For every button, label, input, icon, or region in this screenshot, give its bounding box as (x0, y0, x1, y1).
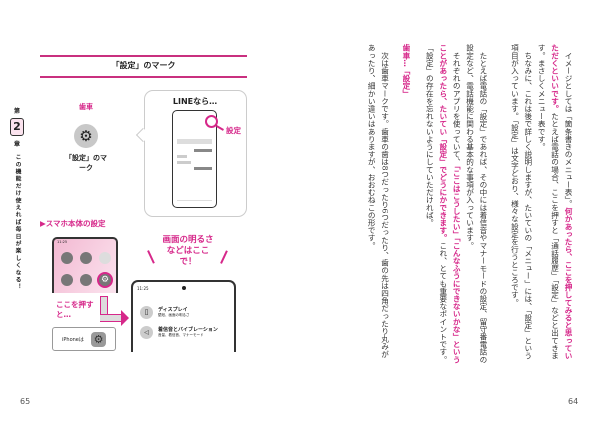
chapter-tab: 第 2 章 この機能だけ使えれば毎日が楽しくなる！ (8, 106, 26, 291)
speaker-icon: ◁ (140, 326, 153, 339)
section-heading: 歯車…「設定」 (401, 44, 411, 98)
arrow-head (121, 310, 129, 326)
line-bubble-title: LINEなら… (172, 97, 218, 106)
gear-label: 歯車 (79, 103, 93, 111)
slash-right (220, 250, 228, 264)
title-rule-top (40, 55, 247, 57)
settings-screen-mockup: 11:25 ▯ ディスプレイ 壁紙、画面の明るさ ◁ 着信音とバイブレーション … (131, 280, 236, 352)
sound-title: 着信音とバイブレーション (158, 327, 218, 333)
settings-app-icon[interactable]: ⚙ (97, 272, 113, 288)
device-settings-heading: ▶スマホ本体の設定 (40, 218, 106, 229)
iphone-note-box: iPhoneは ⚙ (52, 327, 116, 351)
page-number-left: 65 (20, 397, 31, 406)
paragraph-1: イメージとしては「箇条書きのメニュー表」。何かあったら、ここを押してみると思って… (535, 44, 575, 364)
title-rule-bottom (40, 76, 247, 78)
gear-icon: ⚙ (74, 124, 98, 148)
display-title: ディスプレイ (158, 307, 188, 313)
triangle-icon: ▶ (40, 219, 46, 228)
p4-text-b: これ、とても重要なポイントです。「設定」の存在を忘れないようにしていただければ。 (425, 44, 448, 364)
p2-text: ちなみに、これは後で詳しく説明しますが、たいていの「メニュー」には、「設定」とい… (510, 44, 533, 360)
page-number-right: 64 (568, 397, 579, 406)
chapter-suffix: 章 (13, 141, 20, 148)
arrow-icon (100, 296, 108, 322)
app-icon-mail (61, 274, 73, 286)
paragraph-3: たとえば電話の「設定」であれば、その中には着信音やマナーモードの設定、留守番電話… (463, 44, 490, 364)
chapter-title: この機能だけ使えれば毎日が楽しくなる！ (14, 154, 20, 291)
status-time: 11:25 (57, 240, 68, 244)
p1-emphasis: 何かあったら、ここを押してみると思っていただくといいです。 (550, 44, 573, 360)
paragraph-2: ちなみに、これは後で詳しく説明しますが、たいていの「メニュー」には、「設定」とい… (508, 44, 535, 364)
paragraph-4: それぞれのアプリを使っていて、「ここはこうしたい」「こんなふうにできないかな」と… (423, 44, 463, 364)
paragraph-5: 次は歯車マークです。歯車の歯は8つだったり6つだったり、歯の先は四角だったり丸み… (365, 44, 392, 364)
settings-status-time: 11:25 (137, 286, 149, 291)
p4-text-a: それぞれのアプリを使っていて、 (452, 51, 462, 166)
settings-item-sound[interactable]: ◁ 着信音とバイブレーション 音量、着信音、マナーモード (140, 326, 230, 340)
p5-text: 次は歯車マークです。歯車の歯は8つだったり6つだったり、歯の先は四角だったり丸み… (367, 44, 390, 358)
display-icon: ▯ (140, 306, 153, 319)
brightness-note: 画面の明るさなどはここで！ (162, 235, 214, 267)
line-settings-highlight-icon (205, 115, 218, 128)
device-heading-text: スマホ本体の設定 (45, 219, 106, 228)
p3-text: たとえば電話の「設定」であれば、その中には着信音やマナーモードの設定、留守番電話… (465, 44, 488, 364)
p4-emphasis: 「ここはこうしたい」「こんなふうにできないかな」ということがあったら、たいてい「… (438, 44, 462, 364)
iphone-settings-icon: ⚙ (91, 332, 106, 347)
p1-text-b: たとえば電話の場合、ここを押すと「通話履歴」「設定」などと出てきます。まさしくメ… (537, 44, 560, 360)
home-screen-mockup: 11:25 ⚙ (52, 237, 118, 293)
gear-caption: 「設定」のマーク (65, 154, 107, 172)
p1-text-a: イメージとしては「箇条書きのメニュー表」。 (564, 51, 573, 208)
line-settings-callout: 設定 (226, 126, 241, 135)
box-title: 「設定」のマーク (111, 61, 176, 70)
press-hint: ここを押すと… (56, 300, 94, 319)
iphone-note: iPhoneは (62, 337, 84, 343)
chapter-number: 2 (10, 118, 24, 136)
app-icon-youtube (80, 252, 92, 264)
app-icon-line (61, 252, 73, 264)
settings-item-display[interactable]: ▯ ディスプレイ 壁紙、画面の明るさ (140, 306, 230, 320)
sound-subtitle: 音量、着信音、マナーモード (158, 333, 204, 337)
app-icon-maps (99, 252, 111, 264)
display-subtitle: 壁紙、画面の明るさ (158, 313, 190, 317)
arrow-shaft (100, 314, 122, 322)
app-icon-messages (80, 274, 92, 286)
chapter-prefix: 第 (13, 108, 20, 115)
camera-dot (182, 286, 186, 290)
slash-left (147, 250, 155, 264)
body-text: イメージとしては「箇条書きのメニュー表」。何かあったら、ここを押してみると思って… (365, 44, 575, 364)
